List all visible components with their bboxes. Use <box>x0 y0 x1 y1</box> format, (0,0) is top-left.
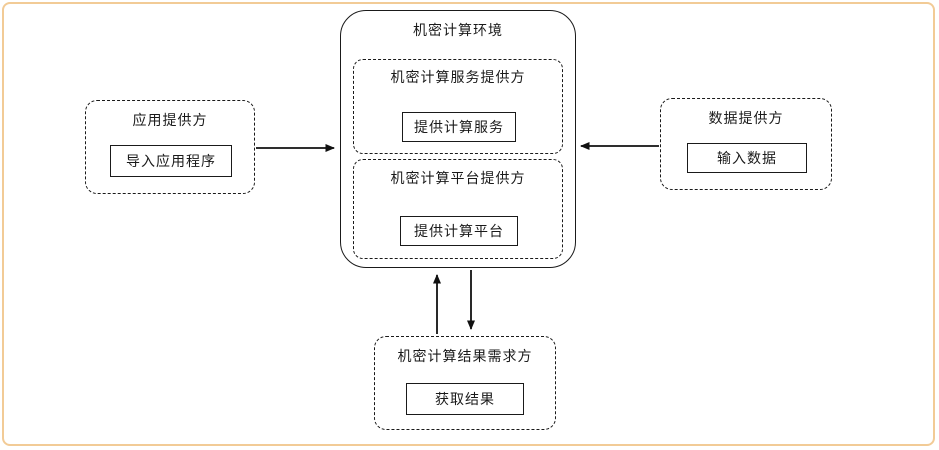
result-consumer-box: 机密计算结果需求方 获取结果 <box>374 336 556 430</box>
app-provider-box: 应用提供方 导入应用程序 <box>85 100 255 194</box>
confidential-env-title: 机密计算环境 <box>413 23 503 39</box>
service-provider-title: 机密计算服务提供方 <box>390 70 526 86</box>
provide-platform-action: 提供计算平台 <box>400 216 518 246</box>
input-data-label: 输入数据 <box>717 151 777 167</box>
confidential-env-box: 机密计算环境 机密计算服务提供方 提供计算服务 机密计算平台提供方 提供计算平台 <box>340 10 576 268</box>
get-result-label: 获取结果 <box>435 392 495 408</box>
service-provider-box: 机密计算服务提供方 提供计算服务 <box>353 59 563 154</box>
platform-provider-box: 机密计算平台提供方 提供计算平台 <box>353 159 563 259</box>
import-app-label: 导入应用程序 <box>126 154 216 170</box>
app-provider-title: 应用提供方 <box>132 113 208 129</box>
platform-provider-title: 机密计算平台提供方 <box>390 171 526 187</box>
result-consumer-title: 机密计算结果需求方 <box>397 349 533 365</box>
data-provider-title: 数据提供方 <box>708 111 784 127</box>
import-app-action: 导入应用程序 <box>110 145 232 177</box>
data-provider-box: 数据提供方 输入数据 <box>660 98 832 190</box>
provide-platform-label: 提供计算平台 <box>414 224 504 240</box>
provide-service-action: 提供计算服务 <box>402 112 516 142</box>
input-data-action: 输入数据 <box>687 143 807 173</box>
provide-service-label: 提供计算服务 <box>414 120 504 136</box>
get-result-action: 获取结果 <box>406 383 524 415</box>
